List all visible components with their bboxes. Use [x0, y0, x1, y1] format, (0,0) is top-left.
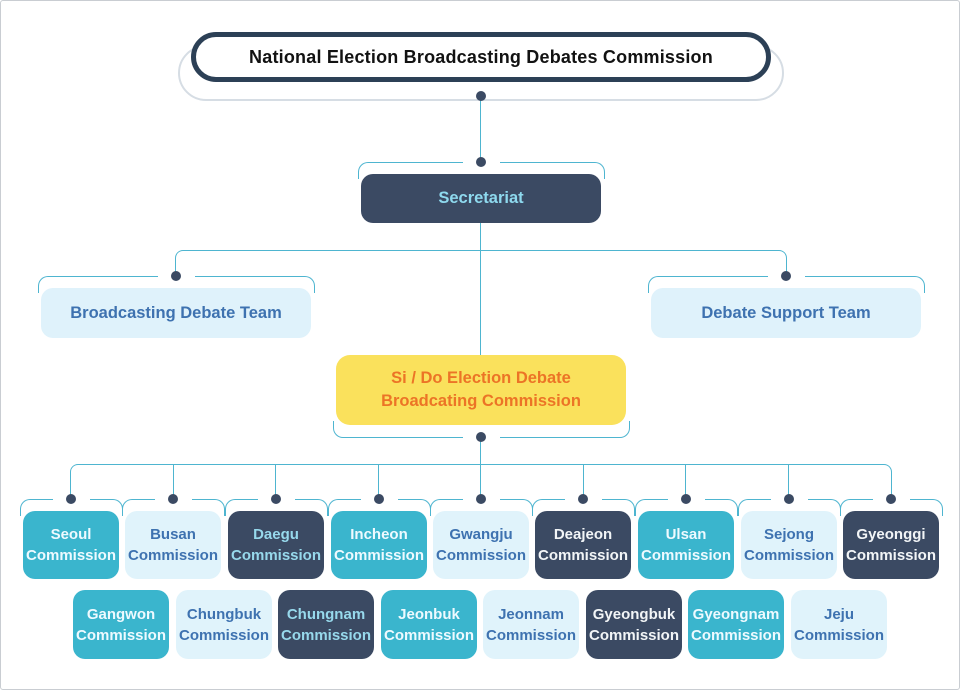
bracket-line: [805, 276, 925, 293]
team-label: Debate Support Team: [701, 303, 871, 322]
commission-label: Sejong Commission: [743, 526, 834, 564]
connector-dot: [476, 91, 486, 101]
debate-support-team-node: Debate Support Team: [651, 288, 921, 338]
bracket-line: [840, 499, 873, 516]
broadcasting-debate-team-node: Broadcasting Debate Team: [41, 288, 311, 338]
commission-box-gyeongnam: Gyeongnam Commission: [688, 590, 784, 659]
connector-line: [480, 96, 481, 162]
connector-trunk-teams: [175, 250, 787, 277]
commission-box-jeonnam: Jeonnam Commission: [483, 590, 579, 659]
commission-label: Gyeongbuk Commission: [588, 605, 679, 644]
commission-label: Gwangju Commission: [435, 526, 526, 564]
commission-label: Gangwon Commission: [75, 605, 166, 644]
connector-dot: [66, 494, 76, 504]
sido-commission-node: Si / Do Election Debate Broadcating Comm…: [336, 355, 626, 425]
commission-box-busan: Busan Commission: [125, 511, 221, 579]
connector-dot: [476, 494, 486, 504]
commission-box-seoul: Seoul Commission: [23, 511, 119, 579]
root-node: National Election Broadcasting Debates C…: [191, 32, 771, 82]
commission-label: Jeonbuk Commission: [383, 605, 474, 644]
connector-line: [378, 464, 379, 499]
commission-label: Chungbuk Commission: [178, 605, 269, 644]
bracket-line: [648, 276, 768, 293]
connector-dot: [271, 494, 281, 504]
connector-line: [275, 464, 276, 499]
bracket-line: [225, 499, 258, 516]
commission-box-sejong: Sejong Commission: [741, 511, 837, 579]
connector-dot: [886, 494, 896, 504]
bracket-line: [192, 499, 225, 516]
commission-label: Busan Commission: [127, 526, 218, 564]
bracket-line: [635, 499, 668, 516]
bracket-line: [195, 276, 315, 293]
bracket-line: [358, 162, 463, 179]
page-title: National Election Broadcasting Debates C…: [249, 46, 713, 67]
bracket-line: [532, 499, 565, 516]
commission-box-daegu: Daegu Commission: [228, 511, 324, 579]
commission-label: Incheon Commission: [333, 526, 424, 564]
team-label: Broadcasting Debate Team: [70, 303, 282, 322]
connector-dot: [374, 494, 384, 504]
connector-line: [480, 464, 481, 499]
secretariat-label: Secretariat: [438, 189, 524, 207]
commission-label: Jeonnam Commission: [485, 605, 576, 644]
connector-trunk-commissions: [70, 464, 892, 500]
connector-dot: [476, 432, 486, 442]
connector-line: [480, 437, 481, 464]
connector-line: [480, 223, 481, 250]
commission-label: Gyeonggi Commission: [845, 526, 936, 564]
connector-dot: [681, 494, 691, 504]
connector-line: [173, 464, 174, 499]
connector-dot: [476, 157, 486, 167]
commission-box-gangwon: Gangwon Commission: [73, 590, 169, 659]
connector-line: [788, 464, 789, 499]
bracket-line: [500, 421, 630, 438]
sido-label-line2: Broadcating Commission: [381, 392, 581, 410]
commission-box-gyeongbuk: Gyeongbuk Commission: [586, 590, 682, 659]
bracket-line: [295, 499, 328, 516]
bracket-line: [602, 499, 635, 516]
bracket-line: [20, 499, 53, 516]
connector-dot: [781, 271, 791, 281]
commission-box-chungbuk: Chungbuk Commission: [176, 590, 272, 659]
sido-label-line1: Si / Do Election Debate: [391, 369, 571, 387]
commission-label: Ulsan Commission: [640, 526, 731, 564]
connector-line: [480, 250, 481, 355]
commission-box-incheon: Incheon Commission: [331, 511, 427, 579]
bracket-line: [333, 421, 463, 438]
commission-label: Seoul Commission: [25, 526, 116, 564]
secretariat-node: Secretariat: [361, 174, 601, 223]
commission-box-jeonbuk: Jeonbuk Commission: [381, 590, 477, 659]
commission-label: Chungnam Commission: [280, 605, 371, 644]
bracket-line: [738, 499, 771, 516]
bracket-line: [705, 499, 738, 516]
commission-label: Daegu Commission: [230, 526, 321, 564]
connector-dot: [171, 271, 181, 281]
commission-box-jeju: Jeju Commission: [791, 590, 887, 659]
connector-line: [685, 464, 686, 499]
connector-line: [583, 464, 584, 499]
commission-label: Jeju Commission: [793, 605, 884, 644]
bracket-line: [122, 499, 155, 516]
commission-label: Deajeon Commission: [537, 526, 628, 564]
commission-box-chungnam: Chungnam Commission: [278, 590, 374, 659]
commission-box-gyeonggi: Gyeonggi Commission: [843, 511, 939, 579]
commission-box-ulsan: Ulsan Commission: [638, 511, 734, 579]
commission-box-gwangju: Gwangju Commission: [433, 511, 529, 579]
bracket-line: [910, 499, 943, 516]
connector-dot: [578, 494, 588, 504]
bracket-line: [500, 162, 605, 179]
commission-box-deajeon: Deajeon Commission: [535, 511, 631, 579]
connector-dot: [168, 494, 178, 504]
connector-dot: [784, 494, 794, 504]
bracket-line: [430, 499, 463, 516]
bracket-line: [328, 499, 361, 516]
commission-label: Gyeongnam Commission: [690, 605, 781, 644]
bracket-line: [38, 276, 158, 293]
